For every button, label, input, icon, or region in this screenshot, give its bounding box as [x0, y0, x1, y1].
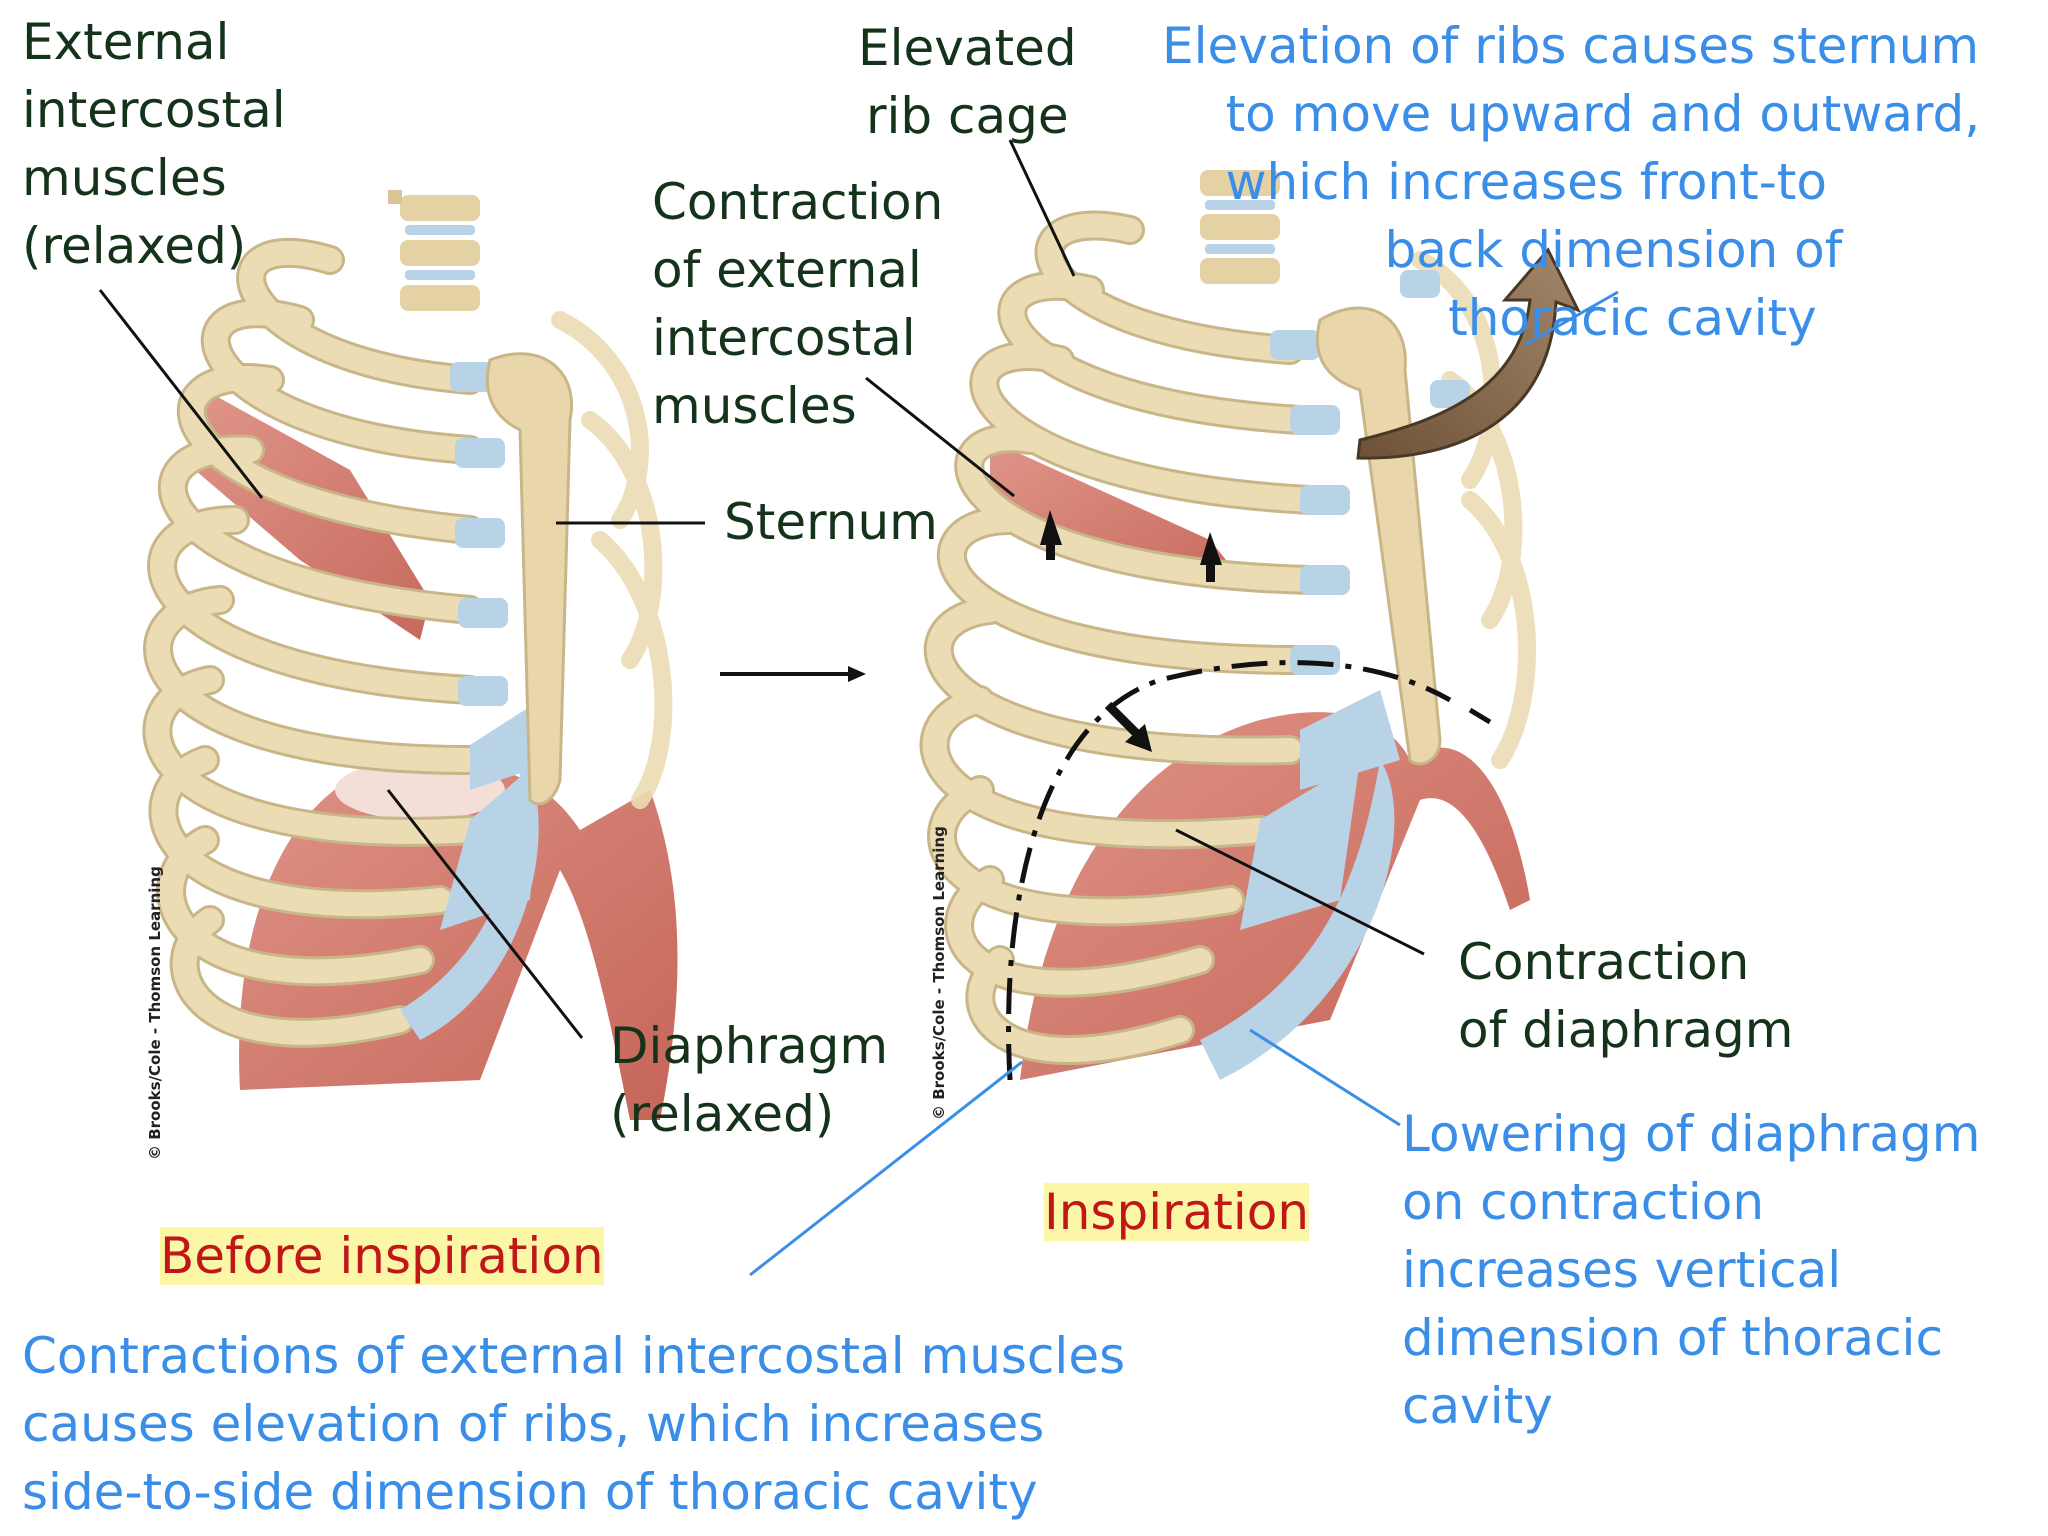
credit-left: © Brooks/Cole - Thomson Learning: [146, 866, 164, 1160]
note-intercostal-elevation: Contractions of external intercostal mus…: [22, 1327, 1126, 1521]
rib-cage-before: [142, 190, 678, 1120]
vertebrae-before: [388, 190, 480, 311]
process-arrow-head: [848, 666, 866, 682]
caption-inspiration: Inspiration: [1044, 1178, 1310, 1246]
vertebrae-inspiration: [1200, 170, 1280, 284]
caption-before-inspiration: Before inspiration: [160, 1222, 604, 1290]
label-contraction-external-intercostal: Contraction of external intercostal musc…: [652, 173, 944, 435]
label-diaphragm-relaxed: Diaphragm (relaxed): [610, 1017, 889, 1143]
ribs-before: [142, 237, 673, 1048]
label-elevated-rib-cage: Elevated rib cage: [858, 19, 1077, 145]
intercostal-muscle-contracted: [990, 440, 1250, 590]
note-sternum-elevation: Elevation of ribs causes sternum to move…: [1162, 17, 1981, 347]
note-diaphragm-lowering: Lowering of diaphragm on contraction inc…: [1402, 1105, 1981, 1435]
leader-lines: [98, 139, 1619, 1277]
rib-cage-inspiration: [919, 170, 1582, 1081]
label-external-intercostal-relaxed: External intercostal muscles (relaxed): [22, 13, 286, 275]
up-arrow-icon-stem: [1206, 560, 1215, 582]
diaphragm-down-arrow-head: [1125, 724, 1152, 752]
caption-before-inspiration-text: Before inspiration: [160, 1227, 604, 1285]
caption-inspiration-text: Inspiration: [1044, 1183, 1310, 1241]
up-arrow-icon-stem: [1046, 540, 1055, 560]
sternum-inspiration: [1315, 306, 1442, 766]
diaphragm-dashed-outline: [1006, 660, 1452, 1081]
sternum-before: [485, 352, 573, 806]
sternum-outward-arrow-icon: [1356, 247, 1582, 460]
credit-right: © Brooks/Cole - Thomson Learning: [930, 826, 948, 1120]
up-arrow-icon: [1200, 532, 1222, 565]
diaphragm-dashed-outline-right: [1468, 707, 1492, 725]
diaphragm-central-tendon: [335, 760, 505, 820]
ribs-inspiration: [919, 210, 1536, 1065]
up-arrow-icon: [1040, 510, 1062, 545]
diaphragm-down-arrow-icon: [1104, 701, 1142, 739]
label-sternum: Sternum: [724, 493, 938, 551]
label-contraction-diaphragm: Contraction of diaphragm: [1458, 933, 1794, 1059]
